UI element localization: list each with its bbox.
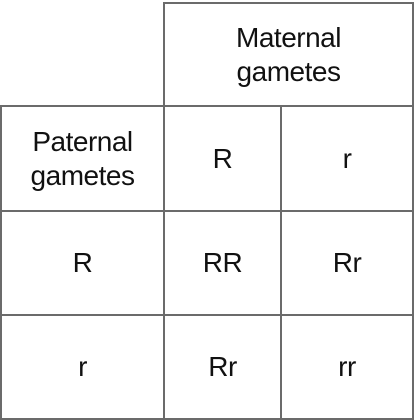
maternal-gametes-header: Maternal gametes: [163, 2, 414, 107]
paternal-allele-1: R: [0, 210, 165, 316]
paternal-allele-2: r: [0, 314, 165, 420]
maternal-allele-2: r: [280, 105, 414, 212]
offspring-cell-1-1: RR: [163, 210, 282, 316]
offspring-cell-2-1: Rr: [163, 314, 282, 420]
paternal-gametes-header: Paternal gametes: [0, 105, 165, 212]
offspring-cell-1-2: Rr: [280, 210, 414, 316]
maternal-allele-1: R: [163, 105, 282, 212]
offspring-cell-2-2: rr: [280, 314, 414, 420]
